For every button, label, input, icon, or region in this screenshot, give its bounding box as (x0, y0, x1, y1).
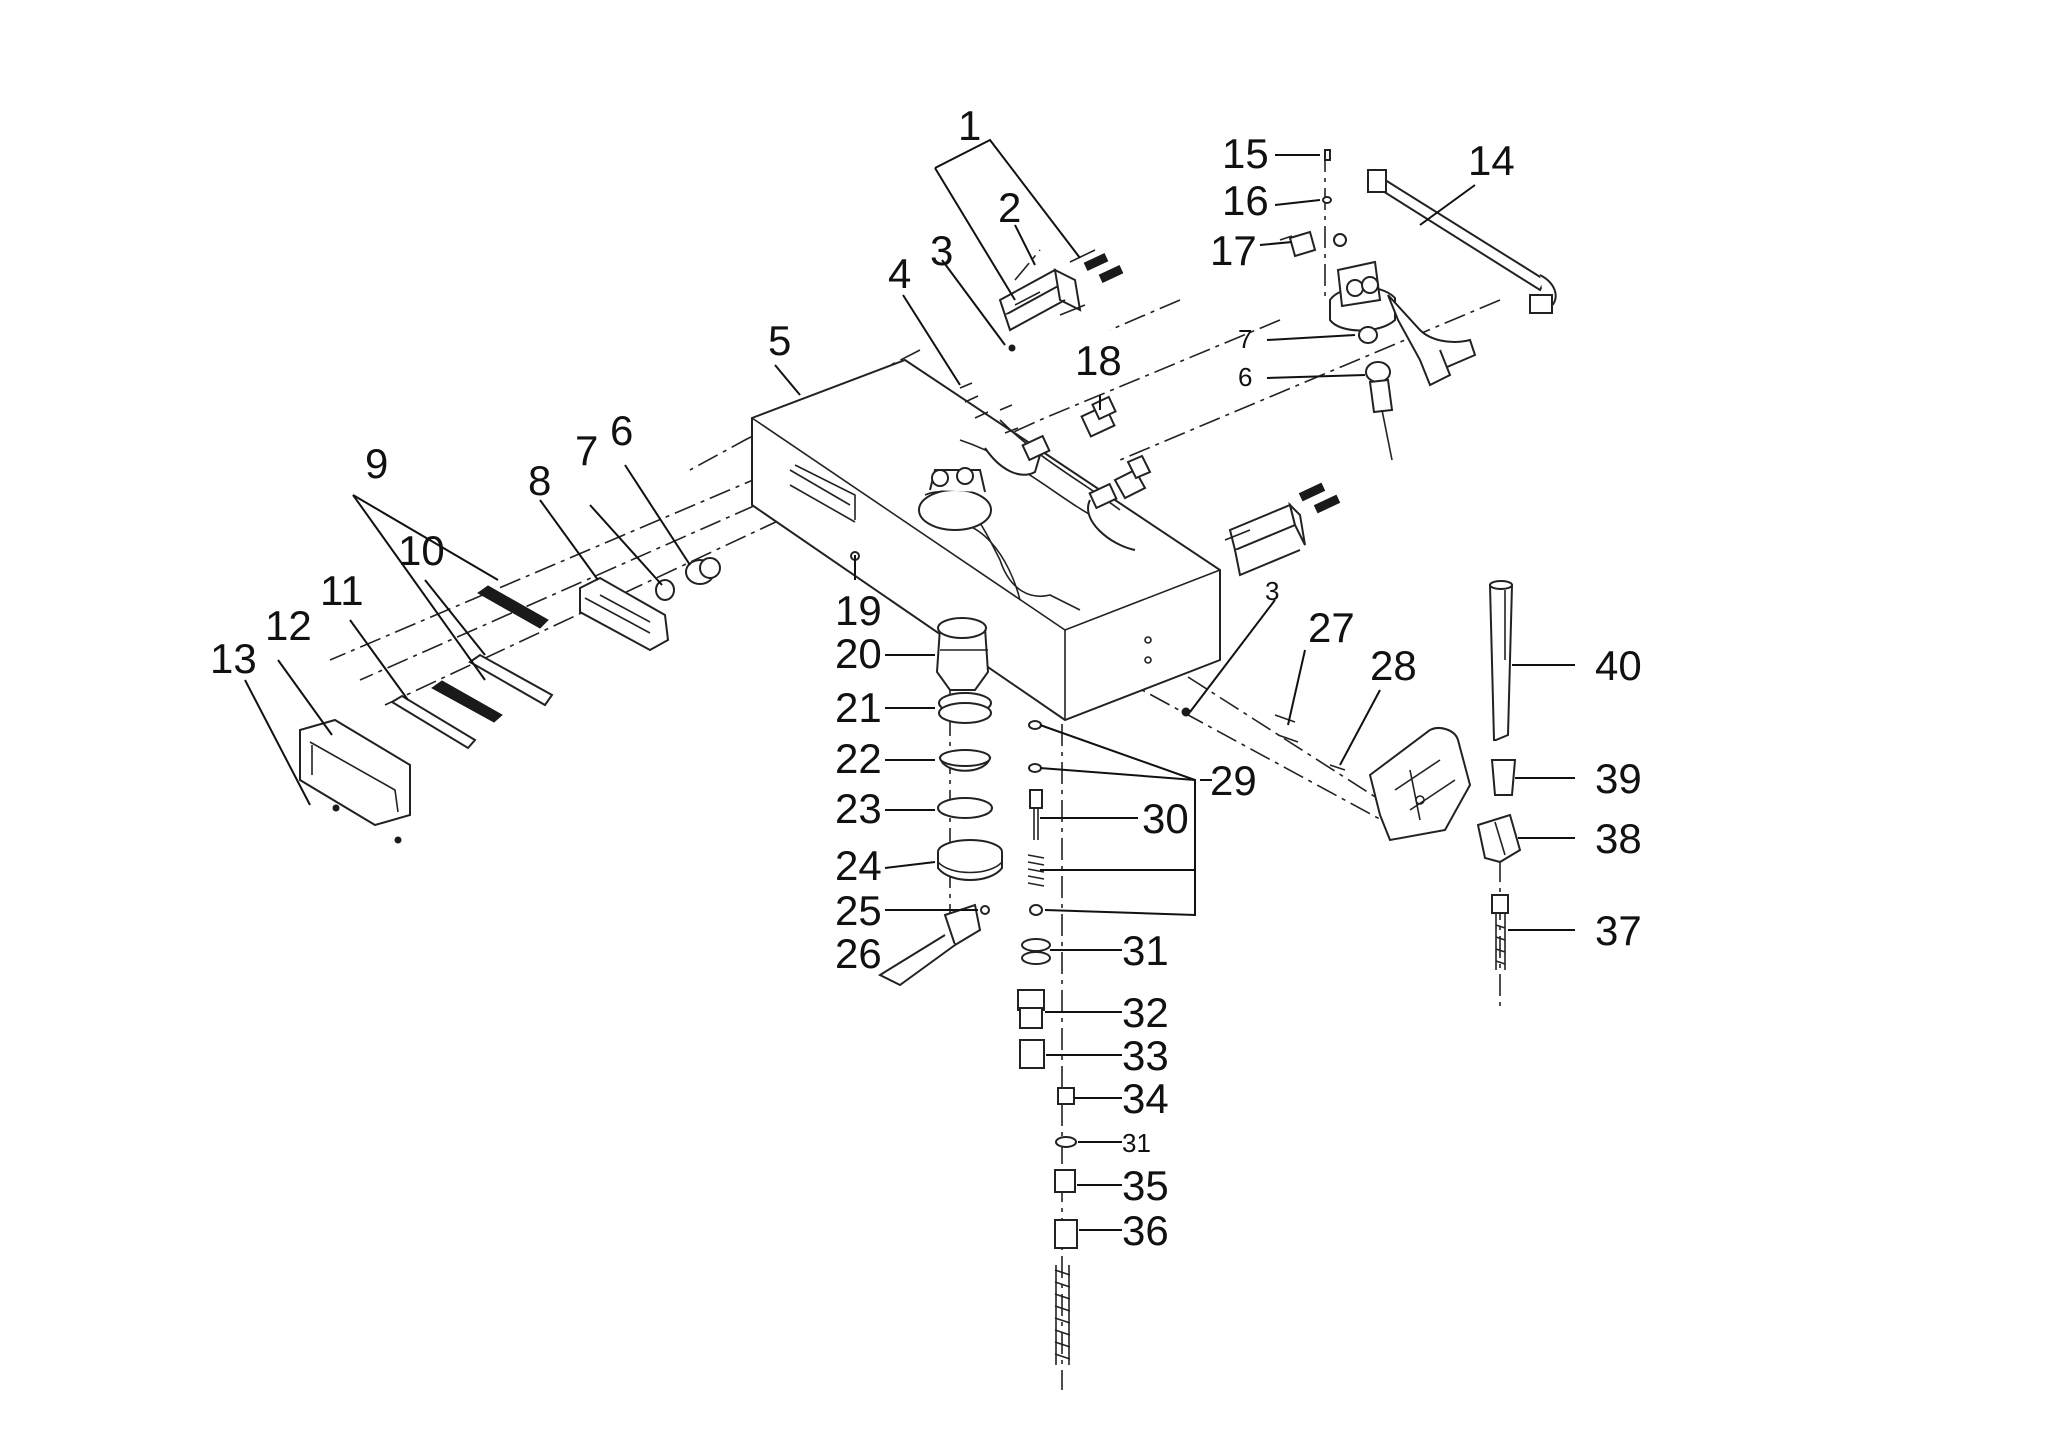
callout-26: 26 (835, 930, 882, 977)
callout-25: 25 (835, 887, 882, 934)
callout-10: 10 (398, 527, 445, 574)
diverter-assembly (1329, 233, 1477, 387)
hose-14 (1367, 169, 1557, 314)
callout-36: 36 (1122, 1207, 1169, 1254)
screw-25 (980, 905, 990, 915)
fitting-6-right (1365, 361, 1394, 461)
wall-bracket-right (1224, 482, 1341, 577)
clip-39 (1490, 759, 1517, 796)
callout-3-right: 3 (1265, 576, 1279, 606)
screws-4 (959, 382, 1019, 434)
callout-5: 5 (768, 317, 791, 364)
callout-35: 35 (1122, 1162, 1169, 1209)
callout-28: 28 (1370, 642, 1417, 689)
plate-10 (468, 653, 554, 707)
fitting-6-left (685, 557, 721, 585)
callout-7-left: 7 (575, 427, 598, 474)
wall-plate (1368, 727, 1472, 842)
callout-19: 19 (835, 587, 882, 634)
callout-4: 4 (888, 250, 911, 297)
callout-22: 22 (835, 735, 882, 782)
holder-38 (1476, 813, 1522, 864)
screw-15 (1324, 149, 1331, 161)
callout-18: 18 (1075, 337, 1122, 384)
callout-6-right: 6 (1238, 362, 1252, 392)
callout-17: 17 (1210, 227, 1257, 274)
callout-39: 39 (1595, 755, 1642, 802)
washer-7-left (655, 579, 675, 601)
body-mixer-top (918, 467, 992, 531)
callout-6-left: 6 (610, 407, 633, 454)
o-ring-23 (937, 797, 993, 819)
callout-3: 3 (930, 227, 953, 274)
callout-30: 30 (1142, 795, 1189, 842)
callout-24: 24 (835, 842, 882, 889)
callout-23: 23 (835, 785, 882, 832)
callout-7-right: 7 (1238, 324, 1252, 354)
wall-bracket-top (998, 249, 1124, 352)
callout-11: 11 (320, 567, 364, 614)
lever-26 (877, 903, 982, 987)
screws-27 (1181, 707, 1299, 743)
callout-14: 14 (1468, 137, 1515, 184)
screws-13 (332, 804, 402, 844)
callout-37: 37 (1595, 907, 1642, 954)
callout-21: 21 (835, 684, 882, 731)
callout-38: 38 (1595, 815, 1642, 862)
fitting-18 (1080, 395, 1117, 438)
cap-22 (938, 749, 992, 772)
callout-34: 34 (1122, 1075, 1169, 1122)
leader-lines (244, 138, 1575, 1231)
gasket-11 (390, 694, 477, 750)
callout-27: 27 (1308, 604, 1355, 651)
callout-15: 15 (1222, 130, 1269, 177)
outlet-stack (1017, 720, 1078, 1365)
ring-21 (938, 692, 992, 724)
fitting-17 (1279, 230, 1317, 258)
callout-16: 16 (1222, 177, 1269, 224)
callout-20: 20 (835, 630, 882, 677)
callout-31: 31 (1122, 927, 1169, 974)
callout-33: 33 (1122, 1032, 1169, 1079)
thermostat-body (751, 358, 1221, 722)
cover-plate-8 (579, 576, 670, 652)
callout-31-lower: 31 (1122, 1128, 1151, 1158)
callout-32: 32 (1122, 989, 1169, 1036)
washer-16 (1322, 196, 1332, 204)
sleeve-24 (937, 839, 1003, 881)
callout-1: 1 (958, 102, 981, 149)
body-pipes (984, 434, 1152, 551)
cartridge-20 (935, 617, 990, 691)
callout-2: 2 (998, 184, 1021, 231)
pin-28 (1329, 764, 1346, 771)
callout-8: 8 (528, 457, 551, 504)
frame-12 (299, 718, 411, 827)
callout-29: 29 (1210, 757, 1257, 804)
callout-12: 12 (265, 602, 312, 649)
callout-13: 13 (210, 635, 257, 682)
callout-labels: 1 2 3 4 5 18 15 16 17 14 7 6 6 7 8 9 10 … (210, 102, 1642, 1254)
callout-40: 40 (1595, 642, 1642, 689)
hand-shower-40 (1488, 580, 1514, 741)
callout-9: 9 (365, 440, 388, 487)
washer-7-right (1358, 326, 1378, 344)
filter-9 (431, 585, 549, 723)
hose-37 (1491, 894, 1509, 970)
